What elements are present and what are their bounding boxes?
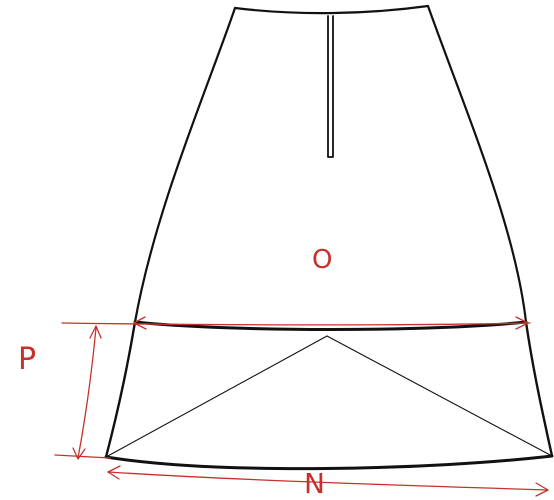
measure-arrow-seam-right (515, 316, 529, 330)
measure-line-n (107, 471, 549, 491)
measure-arrow-seam-left (133, 316, 147, 330)
measure-line-seam (61, 322, 531, 326)
waistband (233, 4, 430, 15)
label-o: O (312, 245, 333, 275)
measure-arrow-p-top (89, 325, 102, 339)
godet-line-left (105, 335, 328, 458)
measure-arrow-n-left (107, 465, 121, 480)
skirt-left-side (133, 6, 237, 324)
hem-bottom (104, 454, 554, 471)
godet-line-right (326, 335, 553, 457)
measure-tick-bottom-left (54, 454, 111, 459)
zipper (327, 15, 334, 158)
hem-band-left-side (104, 320, 137, 459)
measure-arrow-p-bottom (72, 447, 86, 460)
label-p: P (18, 342, 37, 377)
measure-line-p (77, 327, 97, 459)
hem-band-top-seam (133, 320, 528, 331)
label-n: N (304, 467, 325, 500)
measure-arrow-n-right (535, 482, 549, 497)
hem-band-right-side (524, 320, 554, 458)
skirt-right-side (426, 4, 528, 324)
